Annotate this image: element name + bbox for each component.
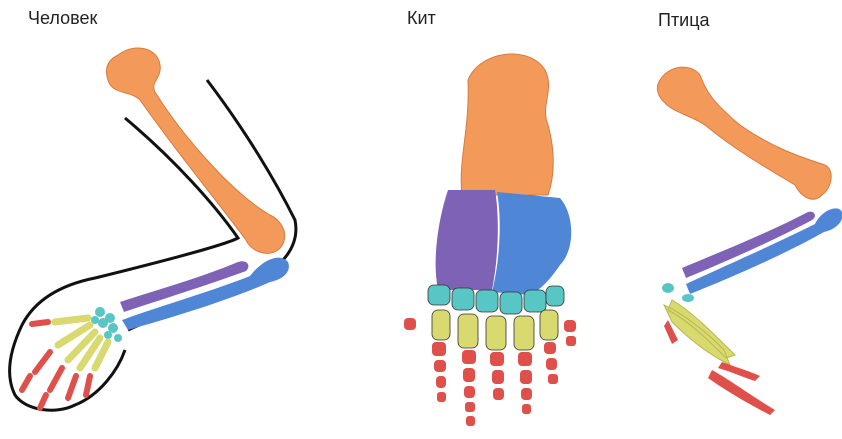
whale-limb (404, 54, 576, 426)
whale-ulna (492, 192, 571, 295)
whale-humerus (461, 54, 553, 195)
bird-limb (657, 67, 842, 415)
bird-humerus (657, 67, 831, 199)
bird-metacarpals (664, 300, 735, 365)
whale-radius (436, 190, 498, 290)
whale-metacarpals (432, 310, 558, 350)
human-limb (10, 48, 296, 410)
bird-phalanges (664, 320, 775, 415)
human-carpals (91, 307, 122, 342)
human-humerus (106, 48, 284, 253)
bird-ulna (686, 208, 842, 294)
